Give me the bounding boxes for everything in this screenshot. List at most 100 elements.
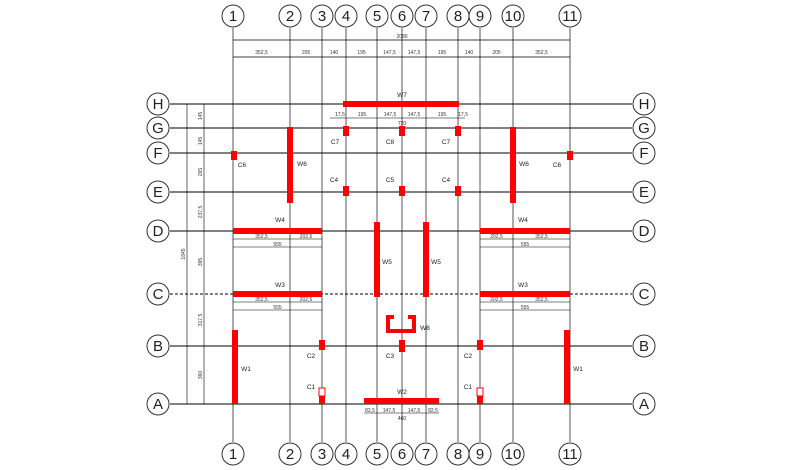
grid-bubble-7 <box>414 442 438 466</box>
dimension-text: 360 <box>198 371 204 380</box>
grid-bubble-D <box>146 219 170 243</box>
wall-label: W4 <box>518 217 528 224</box>
grid-label-8: 8 <box>454 8 462 25</box>
grid-label-7: 7 <box>422 8 430 25</box>
column-label: C2 <box>307 353 316 360</box>
wall-label: W7 <box>397 92 407 99</box>
grid-bubble-A <box>146 392 170 416</box>
grid-label-D: D <box>153 223 164 240</box>
grid-bubble-D <box>632 219 656 243</box>
wall-w5 <box>423 222 429 297</box>
grid-bubble-E <box>146 180 170 204</box>
grid-bubble-7 <box>414 4 438 28</box>
grid-label-2: 2 <box>286 446 294 463</box>
column-label: C6 <box>553 162 562 169</box>
column-c4 <box>455 186 461 196</box>
wall-label: W5 <box>431 259 441 266</box>
dimension-text: 82,5 <box>428 408 438 414</box>
grid-label-10: 10 <box>505 446 522 463</box>
dimension-text: 555 <box>521 242 530 248</box>
grid-label-G: G <box>152 120 164 137</box>
wall-w4 <box>480 228 570 234</box>
grid-label-5: 5 <box>373 446 381 463</box>
grid-label-7: 7 <box>422 446 430 463</box>
grid-bubble-6 <box>390 442 414 466</box>
column-c6 <box>567 151 573 160</box>
dimension-text: 202,5 <box>490 234 503 240</box>
wall-w3 <box>233 291 322 297</box>
dimension-text: 195 <box>438 50 447 56</box>
grid-label-H: H <box>639 96 650 113</box>
grid-label-F: F <box>639 145 648 162</box>
grid-bubble-B <box>632 334 656 358</box>
dimension-text: 555 <box>273 242 282 248</box>
column-label: C4 <box>330 177 339 184</box>
dimension-text: 82,5 <box>365 408 375 414</box>
grid-label-5: 5 <box>373 8 381 25</box>
column-c2 <box>319 340 325 350</box>
dimension-text: 147,5 <box>408 112 421 118</box>
grid-label-6: 6 <box>398 446 406 463</box>
wall-label: W8 <box>420 325 430 332</box>
grid-label-C: C <box>153 286 164 303</box>
grid-bubble-H <box>146 92 170 116</box>
dimension-text: 395 <box>198 258 204 267</box>
wall-w1 <box>232 330 238 404</box>
grid-bubble-9 <box>468 442 492 466</box>
dimension-text: 2080 <box>396 34 407 40</box>
grid-bubble-6 <box>390 4 414 28</box>
grid-bubble-9 <box>468 4 492 28</box>
dimension-text: 352,5 <box>255 50 268 56</box>
wall-label: W6 <box>297 161 307 168</box>
dimension-text: 555 <box>521 305 530 311</box>
grid-label-2: 2 <box>286 8 294 25</box>
dimension-text: 237,5 <box>198 206 204 219</box>
wall-w4 <box>233 228 322 234</box>
grid-label-A: A <box>153 396 163 413</box>
wall-w6 <box>510 127 516 203</box>
dimension-text: 145 <box>198 137 204 146</box>
grid-bubble-G <box>146 116 170 140</box>
column-label: C2 <box>464 353 473 360</box>
grid-label-3: 3 <box>318 8 326 25</box>
dimension-text: 352,5 <box>255 234 268 240</box>
wall-label: W4 <box>275 217 285 224</box>
grid-bubble-5 <box>365 442 389 466</box>
dimension-text: 205 <box>492 50 501 56</box>
column-c1 <box>319 396 325 404</box>
dimension-text: 195 <box>358 112 367 118</box>
dimension-text: 195 <box>357 50 366 56</box>
grid-label-E: E <box>639 184 649 201</box>
grid-bubble-11 <box>558 442 582 466</box>
grid-bubble-F <box>632 141 656 165</box>
grid-bubble-4 <box>334 442 358 466</box>
column-c5 <box>399 186 405 196</box>
dimension-text: 140 <box>330 50 339 56</box>
column-label: C5 <box>386 177 395 184</box>
grid-label-9: 9 <box>476 446 484 463</box>
wall-label: W3 <box>518 282 528 289</box>
dimension-text: 352,5 <box>535 297 548 303</box>
dimension-text: 317,5 <box>198 314 204 327</box>
column-label: C3 <box>386 353 395 360</box>
dimension-text: 147,5 <box>383 50 396 56</box>
grid-label-A: A <box>639 396 649 413</box>
grid-bubble-B <box>146 334 170 358</box>
dimension-text: 147,5 <box>383 408 396 414</box>
column-label: C6 <box>238 162 247 169</box>
grid-bubble-4 <box>334 4 358 28</box>
wall-w3 <box>480 291 570 297</box>
column-c2 <box>477 340 483 350</box>
dimension-text: 202,5 <box>300 234 313 240</box>
column-c3 <box>399 340 405 352</box>
wall-w7 <box>343 101 459 107</box>
wall-label: W1 <box>241 366 251 373</box>
dimension-text: 205 <box>302 50 311 56</box>
dimension-text: 140 <box>465 50 474 56</box>
grid-label-3: 3 <box>318 446 326 463</box>
dimension-text: 17,5 <box>335 112 345 118</box>
dimension-text: 555 <box>273 305 282 311</box>
column-c1 <box>477 396 483 404</box>
grid-label-1: 1 <box>229 446 237 463</box>
grid-bubble-2 <box>278 4 302 28</box>
